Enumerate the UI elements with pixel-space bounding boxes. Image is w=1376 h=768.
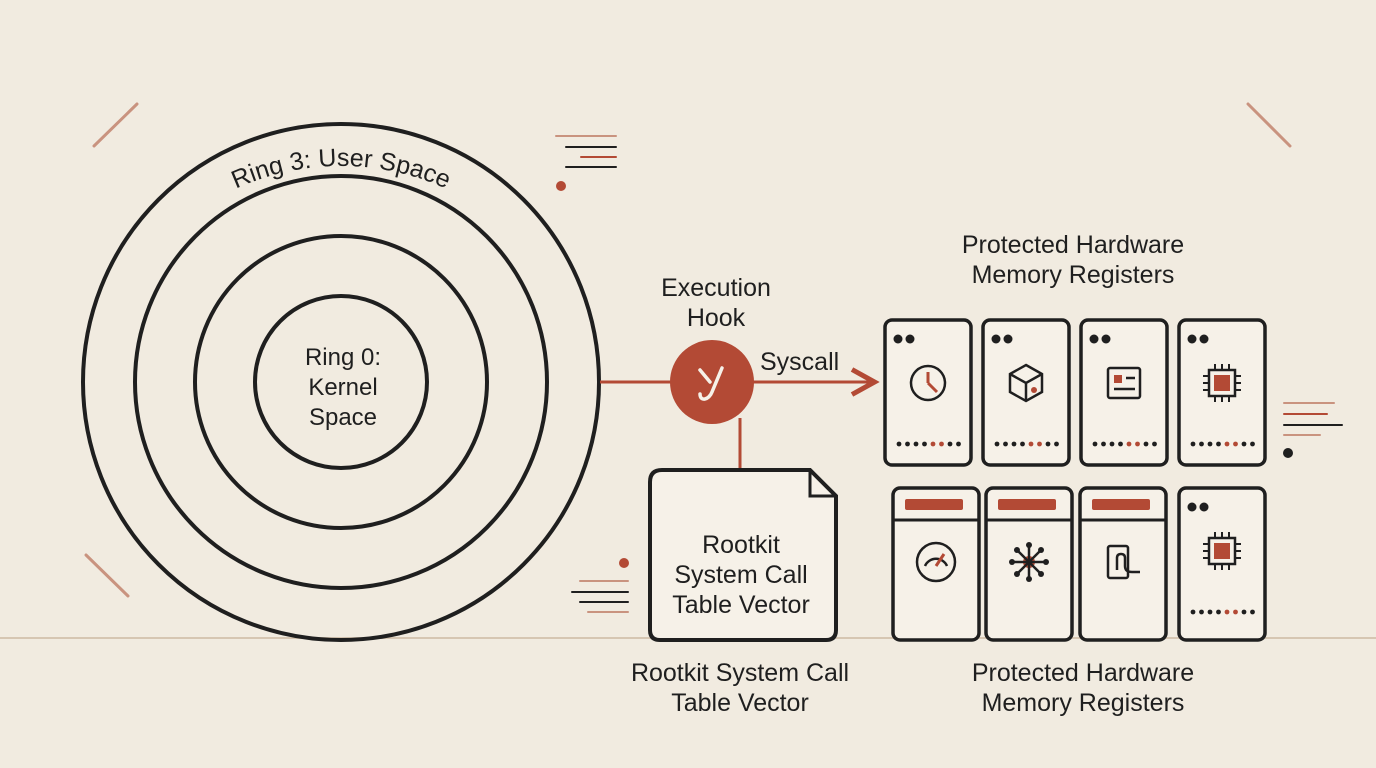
register-panel	[883, 318, 973, 467]
register-panel	[1177, 318, 1267, 467]
cube-icon	[1008, 363, 1044, 403]
ring-0-label: Ring 0: Kernel Space	[304, 344, 382, 431]
hardware-title: Protected Hardware Memory Registers	[961, 231, 1185, 289]
decorative-marks	[84, 102, 1343, 613]
hardware-caption: Protected Hardware Memory Registers	[971, 659, 1195, 717]
register-panel	[1177, 486, 1267, 642]
ring-3	[81, 122, 601, 642]
rootkit-document	[648, 468, 838, 642]
privilege-rings	[81, 122, 601, 642]
register-panel	[981, 318, 1071, 467]
register-panel	[1078, 486, 1168, 642]
register-indicator-dots	[1190, 609, 1255, 615]
syscall-label: Syscall	[760, 348, 840, 376]
gauge-icon	[915, 541, 957, 583]
id-card-icon	[1106, 366, 1142, 400]
execution-hook-node	[670, 340, 754, 424]
register-indicator-dots	[896, 441, 961, 447]
ring-1	[193, 234, 489, 530]
register-panel	[891, 486, 981, 642]
ring-0	[253, 294, 429, 470]
network-node-icon	[1009, 542, 1049, 582]
rootkit-box-label: Rootkit System Call Table Vector	[672, 531, 810, 619]
register-indicator-dots	[994, 441, 1059, 447]
register-panel	[1079, 318, 1169, 467]
ring-3-label: Ring 3: User Space	[227, 144, 454, 194]
rootkit-caption: Rootkit System Call Table Vector	[630, 659, 850, 717]
hook-icon	[698, 366, 724, 401]
clock-icon	[909, 364, 947, 402]
execution-hook-label: Execution Hook	[661, 274, 771, 332]
chip-icon	[1203, 364, 1241, 402]
plug-icon	[1106, 544, 1140, 580]
register-panel	[984, 486, 1074, 642]
register-indicator-dots	[1190, 441, 1255, 447]
hardware-register-grid	[883, 318, 1267, 642]
ring-2	[133, 174, 549, 590]
register-indicator-dots	[1092, 441, 1157, 447]
processor-icon	[1203, 532, 1241, 570]
